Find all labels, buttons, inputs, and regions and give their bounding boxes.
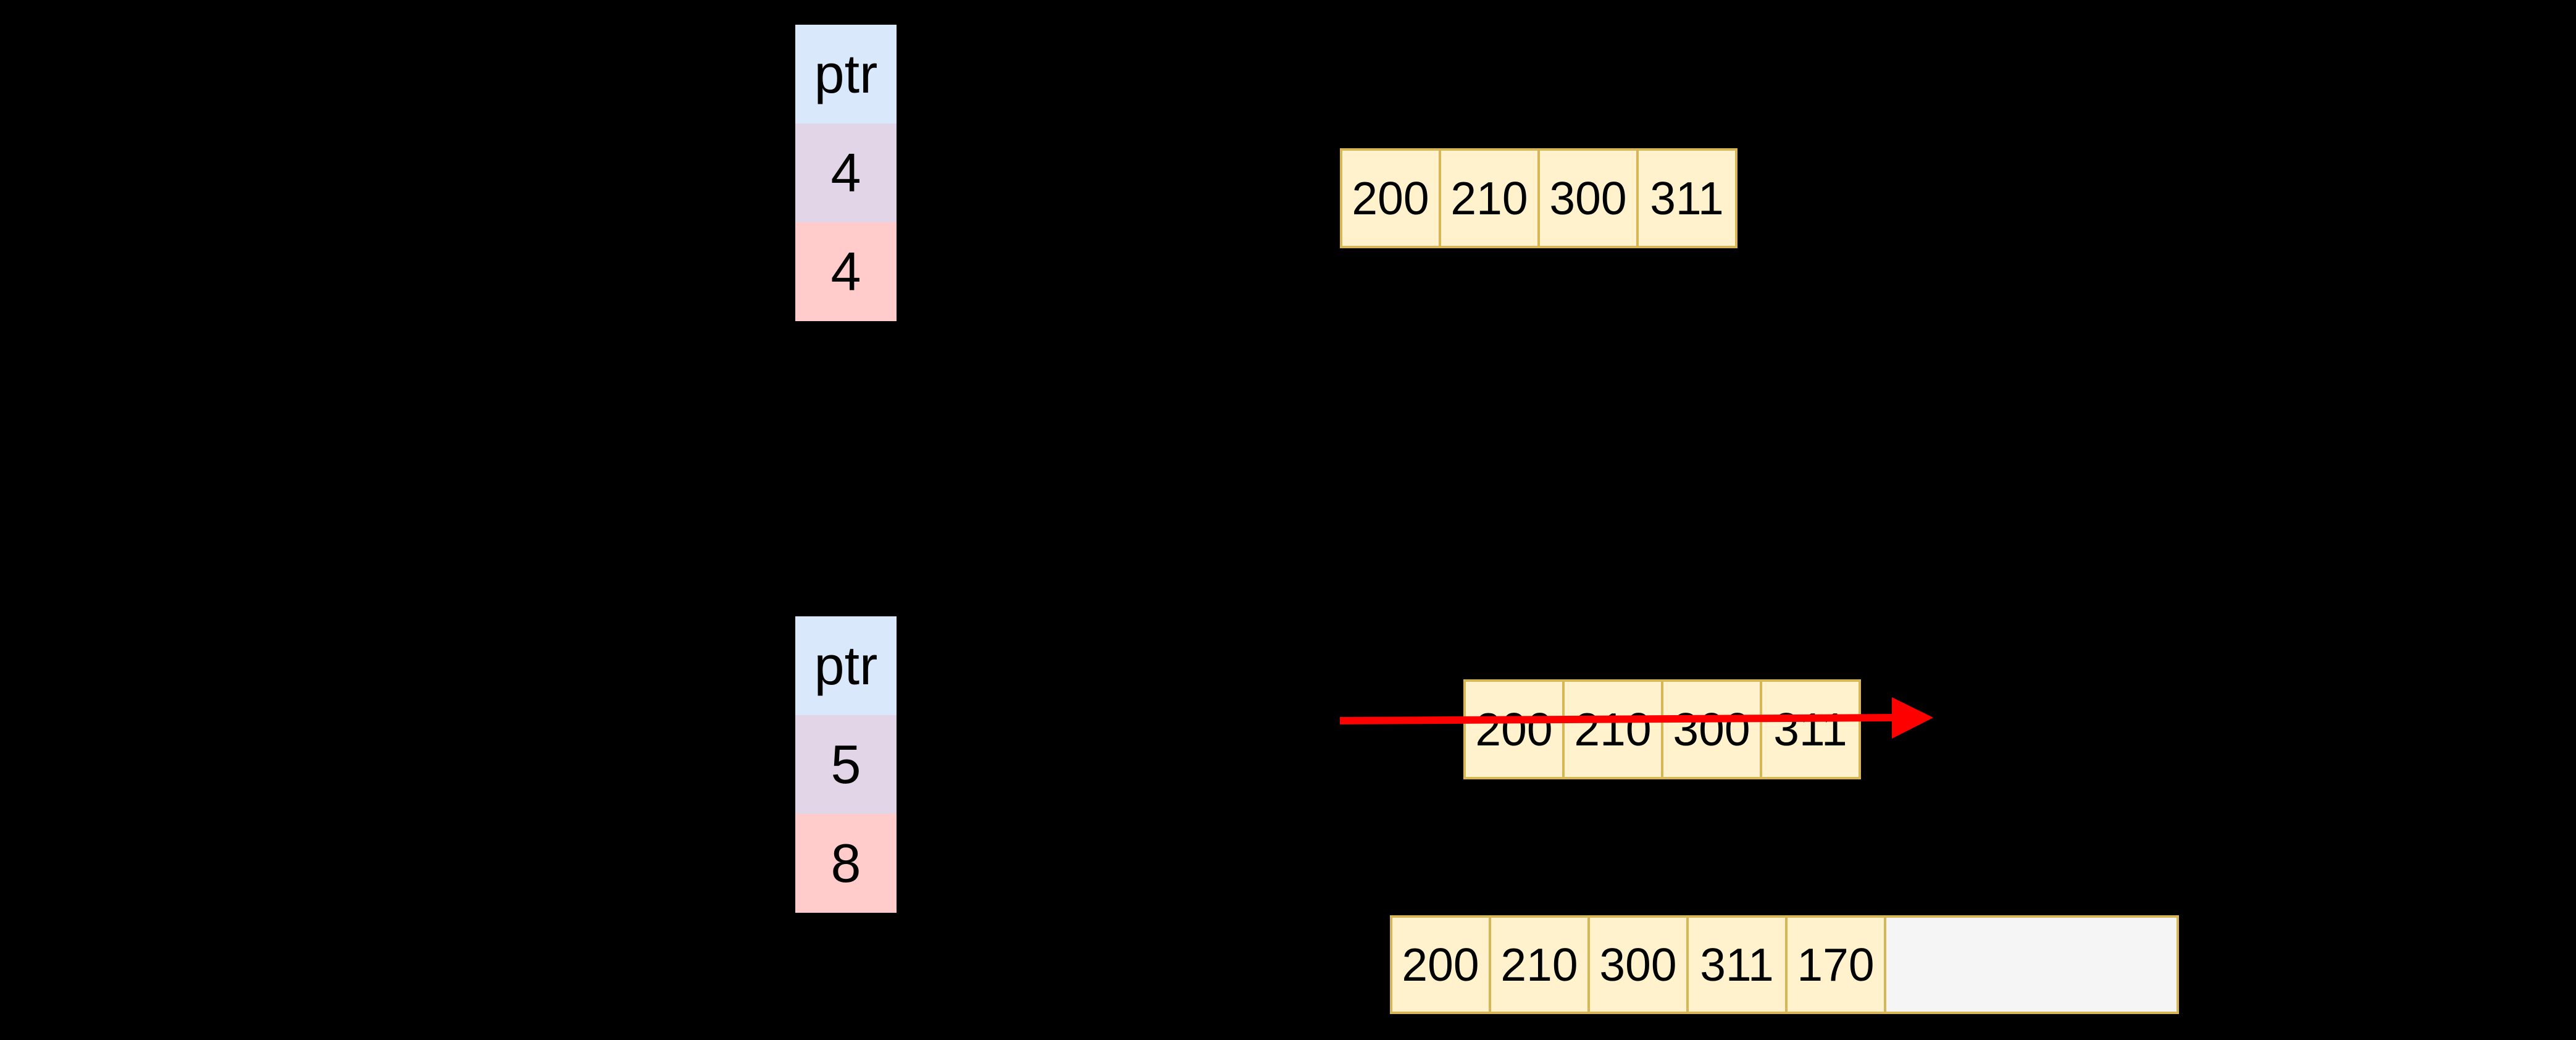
- heap-array-after: 200 210 300 311 170: [1390, 915, 2179, 1014]
- heap-array-before: 200 210 300 311: [1340, 148, 1738, 248]
- array-cell: 200: [1466, 682, 1562, 777]
- vector-struct-before: ptr 4 4: [795, 25, 897, 321]
- struct-cell-capacity: 4: [795, 222, 897, 321]
- red-strike-arrow-head: [1892, 697, 1933, 739]
- heap-array-freed: 200 210 300 311: [1463, 679, 1861, 779]
- array-cell: 311: [1636, 151, 1735, 246]
- array-cell: 300: [1537, 151, 1636, 246]
- struct-cell-size: 5: [795, 715, 897, 814]
- array-cell: 311: [1686, 918, 1785, 1012]
- array-cell: 300: [1587, 918, 1686, 1012]
- array-cell: 210: [1439, 151, 1537, 246]
- struct-cell-capacity: 8: [795, 814, 897, 913]
- struct-cell-ptr: ptr: [795, 616, 897, 715]
- struct-cell-ptr: ptr: [795, 25, 897, 124]
- array-cell: 200: [1342, 151, 1439, 246]
- array-cell: 311: [1760, 682, 1859, 777]
- empty-capacity-region: [1884, 918, 2177, 1012]
- array-cell: 200: [1392, 918, 1489, 1012]
- array-cell: 300: [1661, 682, 1760, 777]
- vector-struct-after: ptr 5 8: [795, 616, 897, 913]
- array-cell: 210: [1489, 918, 1587, 1012]
- array-cell: 210: [1562, 682, 1661, 777]
- struct-cell-size: 4: [795, 124, 897, 222]
- array-cell: 170: [1785, 918, 1884, 1012]
